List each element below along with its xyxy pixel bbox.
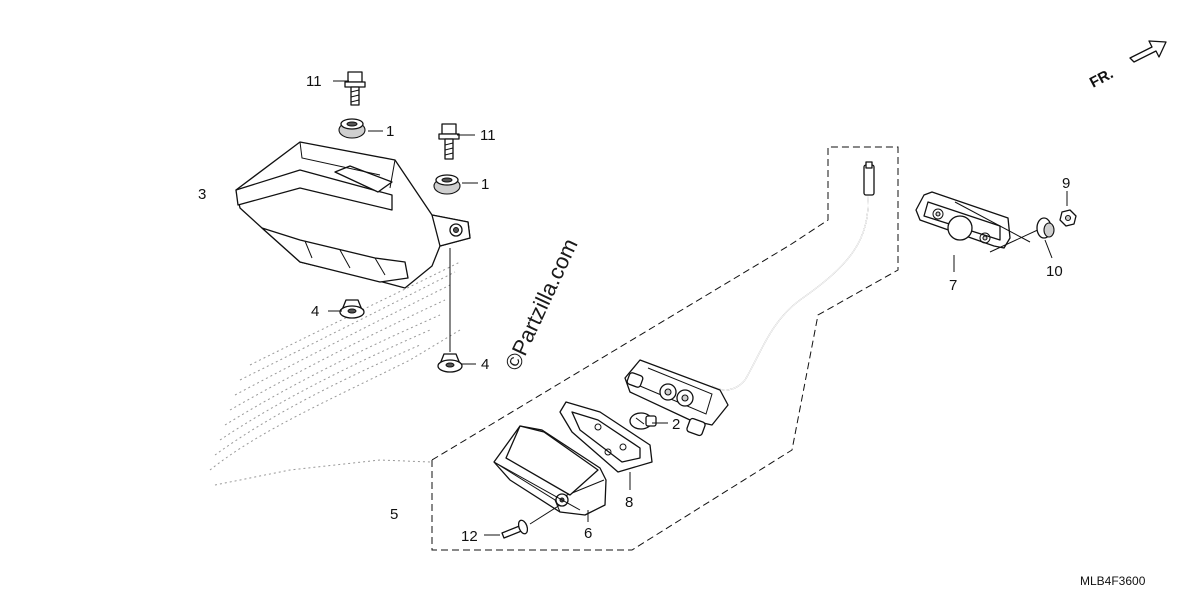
watermark: ©Partzilla.com (500, 235, 583, 374)
ghost-vehicle-outline (209, 261, 461, 486)
callout-11-upper: 11 (306, 73, 322, 90)
callout-5: 5 (390, 506, 398, 523)
callout-6: 6 (584, 525, 592, 542)
screw-12 (501, 504, 561, 539)
callout-7: 7 (949, 277, 957, 294)
leader-lines (328, 80, 1068, 536)
lens-6 (493, 425, 607, 516)
license-light-socket (624, 359, 729, 437)
license-light-assembly-boundary (431, 146, 899, 551)
callout-4-upper: 4 (311, 303, 319, 320)
callout-3: 3 (198, 186, 206, 203)
callout-12: 12 (461, 528, 478, 545)
nut-9 (1059, 209, 1077, 227)
gasket-8 (559, 401, 653, 473)
callout-9: 9 (1062, 175, 1070, 192)
diagram-code: MLB4F3600 (1080, 574, 1146, 588)
callouts: 11 1 11 1 3 4 4 2 8 5 6 12 7 9 10 (198, 73, 1070, 545)
callout-8: 8 (625, 494, 633, 511)
callout-2: 2 (672, 416, 680, 433)
mounting-plate-7 (915, 191, 1011, 249)
front-direction-indicator: FR. (1087, 40, 1167, 92)
license-light-harness (711, 161, 875, 391)
front-arrow-icon (1129, 40, 1167, 63)
tail-light-unit (235, 141, 471, 289)
bolt-11-lower (438, 123, 460, 160)
grommet-1-lower (433, 174, 461, 195)
callout-1-upper: 1 (386, 123, 394, 140)
collar-10 (1036, 217, 1055, 239)
front-label: FR. (1087, 65, 1116, 91)
callout-4-lower: 4 (481, 356, 489, 373)
bolt-11-upper (344, 71, 366, 106)
callout-1-lower: 1 (481, 176, 489, 193)
assembly-line-plate (954, 201, 1043, 253)
bulb-2 (629, 412, 657, 430)
grommet-1-upper (338, 118, 366, 139)
callout-10: 10 (1046, 263, 1063, 280)
nut-4-upper (339, 299, 365, 319)
nut-4-lower (437, 353, 463, 373)
callout-11-lower: 11 (480, 127, 496, 144)
